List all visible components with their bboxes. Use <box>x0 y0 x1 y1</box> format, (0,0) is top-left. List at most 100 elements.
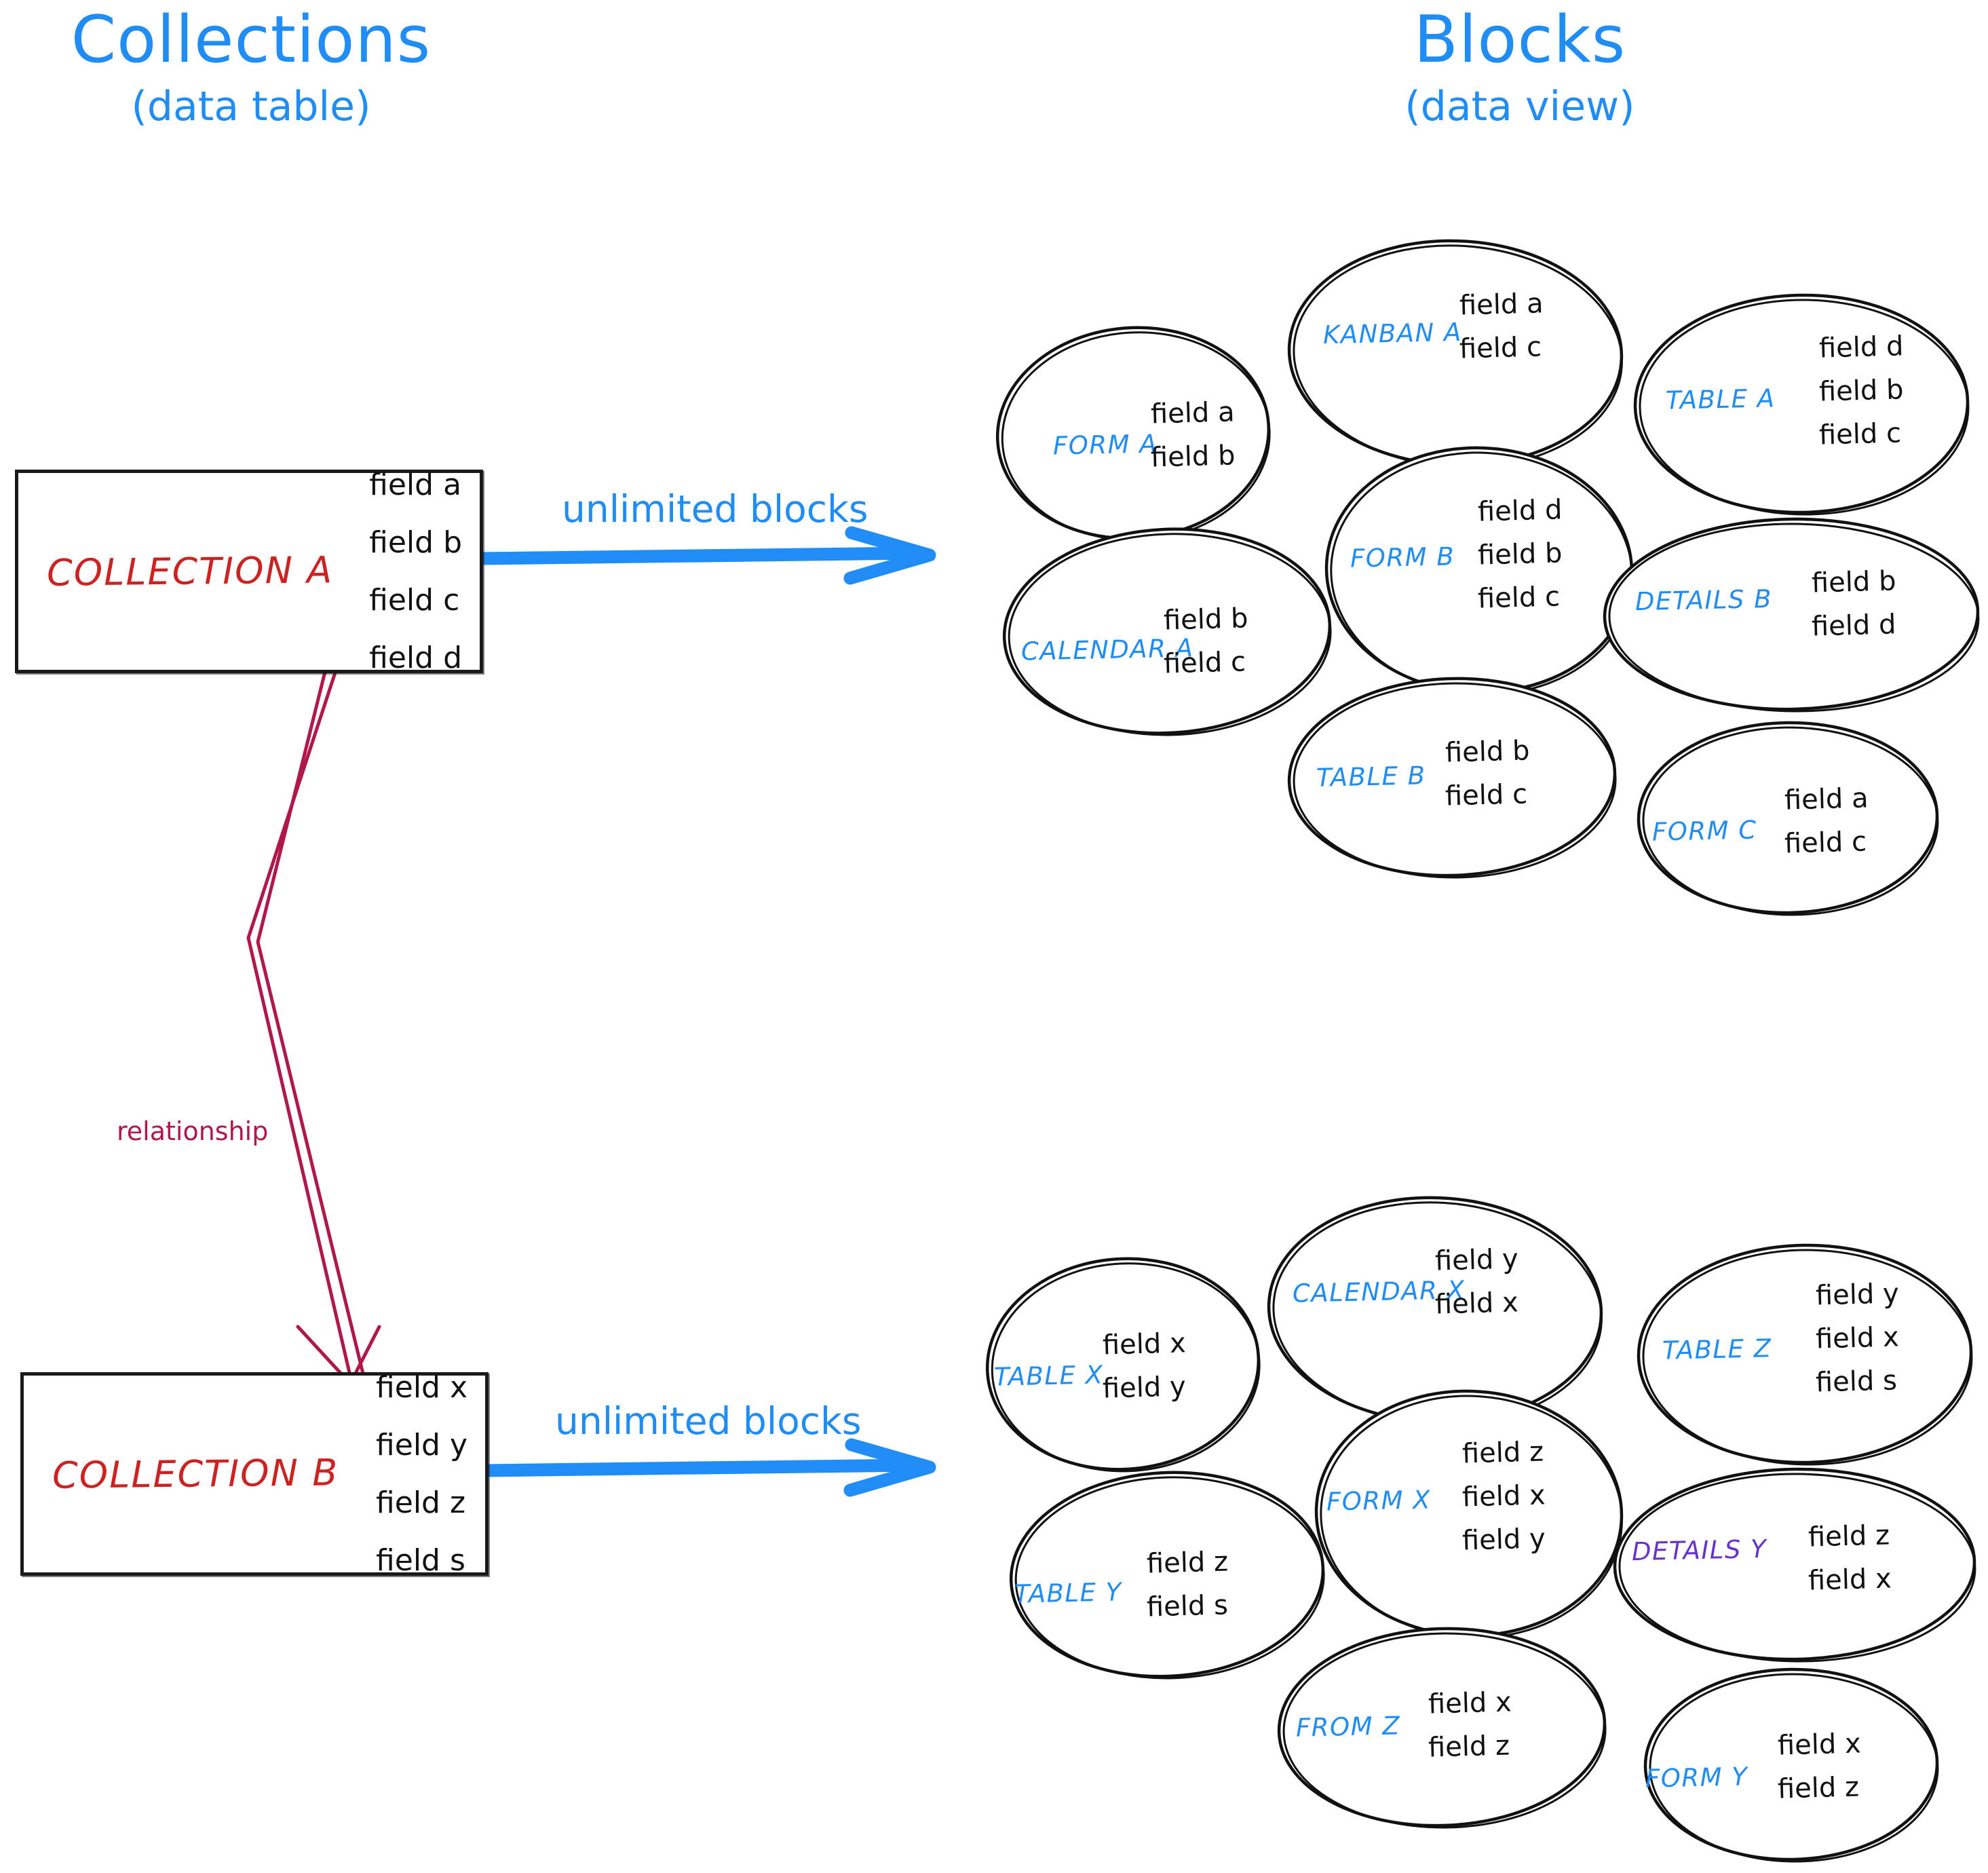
collection-a-field: field a <box>369 468 462 502</box>
arrow-unlimited-blocks-a <box>476 526 936 585</box>
collection-a-field-list: field a field b field c field d <box>369 468 462 675</box>
block-field: field s <box>1815 1365 1898 1399</box>
blocks-title: Blocks <box>1413 3 1626 77</box>
block-field: field d <box>1811 609 1897 643</box>
block-field-list: field x field z <box>1428 1686 1512 1764</box>
relationship-connector <box>246 664 381 1391</box>
collections-title: Collections <box>71 3 432 77</box>
block-ellipse-outline <box>995 326 1271 542</box>
block-field: field z <box>1461 1436 1544 1470</box>
diagram-canvas <box>246 526 936 1497</box>
block-field: field y <box>1102 1371 1187 1405</box>
block-field: field b <box>1477 537 1563 571</box>
block-field: field a <box>1784 782 1869 816</box>
block-label: FORM B <box>1350 542 1455 573</box>
collection-a-field: field b <box>369 525 462 560</box>
block-ellipse-outline <box>1637 1243 1973 1466</box>
block-ellipse-outline <box>1637 721 1939 916</box>
block-label: DETAILS Y <box>1631 1534 1767 1567</box>
block-field: field z <box>1428 1730 1510 1764</box>
block-label: TABLE A <box>1665 383 1776 415</box>
collection-b-field: field z <box>376 1486 466 1520</box>
block-field-list: field x field y <box>1102 1327 1187 1405</box>
block-label: KANBAN A <box>1322 317 1463 350</box>
collection-b-box[interactable]: COLLECTION B field x field y field z fie… <box>20 1370 489 1578</box>
block-field: field b <box>1818 374 1905 408</box>
block-field: field x <box>1777 1728 1862 1762</box>
block-field-list: field y field x field s <box>1815 1278 1900 1399</box>
collection-b-field: field y <box>376 1428 467 1462</box>
block-label: TABLE Y <box>1014 1577 1123 1609</box>
collection-b-block-table-y[interactable]: TABLE Y field z field s <box>997 1459 1337 1690</box>
block-field: field c <box>1784 826 1867 860</box>
block-ellipse-outline <box>985 1257 1261 1473</box>
block-field: field b <box>1150 440 1236 474</box>
block-field: field y <box>1434 1243 1519 1277</box>
block-field: field y <box>1815 1278 1900 1312</box>
block-field: field x <box>1815 1321 1900 1355</box>
collection-b-block-form-x[interactable]: FORM X field z field x field y <box>1303 1378 1635 1649</box>
collection-a-block-details-b[interactable]: DETAILS B field b field d <box>1591 506 1988 723</box>
block-ellipse-outline <box>1002 527 1332 736</box>
block-field: field b <box>1445 735 1531 769</box>
block-field: field s <box>1146 1589 1229 1623</box>
block-ellipse-outline <box>1613 1467 1976 1663</box>
block-ellipse-outline <box>1009 1471 1325 1680</box>
arrow-unlimited-blocks-b <box>476 1438 936 1497</box>
block-field-list: field x field z <box>1777 1728 1862 1805</box>
block-field-list: field b field d <box>1811 565 1897 643</box>
block-field: field x <box>1428 1686 1512 1720</box>
block-label: TABLE X <box>993 1360 1104 1392</box>
collection-a-field: field d <box>369 641 462 675</box>
collection-b-field-list: field x field y field z field s <box>376 1370 467 1578</box>
block-field: field b <box>1811 565 1897 599</box>
block-label: TABLE Z <box>1662 1333 1772 1365</box>
arrow-label-unlimited-blocks-b: unlimited blocks <box>555 1399 862 1443</box>
block-field: field x <box>1102 1327 1187 1361</box>
column-heading-blocks: Blocks (data view) <box>1310 3 1730 130</box>
collection-a-box[interactable]: COLLECTION A field a field b field c fie… <box>15 468 483 675</box>
block-label: FORM A <box>1052 429 1158 461</box>
block-field-list: field a field c <box>1784 782 1869 860</box>
collection-b-field: field s <box>376 1543 465 1578</box>
collection-b-block-form-y[interactable]: FORM Y field x field z <box>1632 1656 1951 1873</box>
arrow-label-unlimited-blocks-a: unlimited blocks <box>562 487 868 531</box>
column-heading-collections: Collections (data table) <box>41 3 461 128</box>
block-label: FORM X <box>1326 1485 1432 1517</box>
collection-b-name: COLLECTION B <box>52 1451 339 1497</box>
block-ellipse-outline <box>1277 1627 1607 1829</box>
collection-a-name: COLLECTION A <box>46 548 334 594</box>
block-field: field z <box>1146 1546 1229 1580</box>
collection-b-block-table-z[interactable]: TABLE Z field y field x field s <box>1625 1232 1985 1476</box>
block-field-list: field z field x <box>1808 1519 1892 1597</box>
block-field: field a <box>1459 288 1544 322</box>
block-label: FORM Y <box>1645 1762 1748 1794</box>
block-field: field z <box>1777 1771 1860 1805</box>
block-label: DETAILS B <box>1635 584 1773 617</box>
collection-b-field: field x <box>376 1370 467 1405</box>
block-ellipse-outline <box>1603 517 1980 713</box>
collection-b-block-details-y[interactable]: DETAILS Y field z field x <box>1601 1456 1988 1673</box>
block-field: field c <box>1163 646 1246 680</box>
block-label: FORM C <box>1651 815 1758 847</box>
block-field: field b <box>1163 603 1249 637</box>
collection-a-field: field c <box>369 583 460 618</box>
collection-a-block-form-c[interactable]: FORM C field a field c <box>1625 709 1951 926</box>
block-ellipse-outline <box>1633 293 1970 516</box>
block-field: field y <box>1461 1523 1546 1557</box>
block-field: field x <box>1461 1479 1546 1513</box>
block-field: field c <box>1818 417 1902 451</box>
block-field: field x <box>1808 1563 1892 1597</box>
block-field: field c <box>1477 581 1561 615</box>
block-field: field z <box>1808 1519 1890 1553</box>
blocks-subtitle: (data view) <box>1404 82 1635 130</box>
